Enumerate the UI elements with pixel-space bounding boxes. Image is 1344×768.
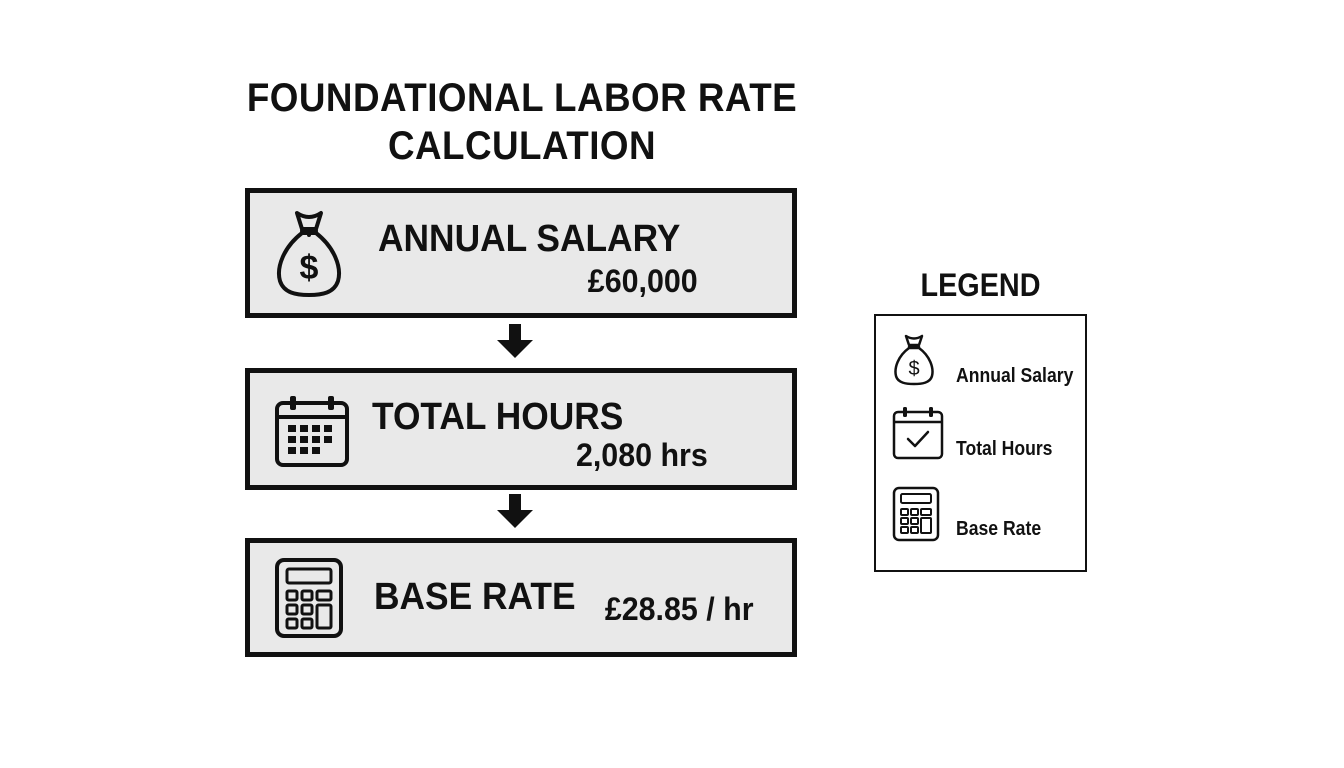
step-value: 2,080 hrs bbox=[576, 437, 708, 473]
step-value: £28.85 / hr bbox=[605, 591, 754, 627]
svg-text:$: $ bbox=[300, 249, 319, 287]
base-rate-box: BASE RATE £28.85 / hr bbox=[245, 538, 797, 657]
arrow-down-icon bbox=[497, 494, 533, 528]
money-bag-icon: $ bbox=[892, 332, 936, 391]
legend-item-annual-salary: $ Annual Salary bbox=[892, 332, 1082, 392]
total-hours-box: TOTAL HOURS 2,080 hrs bbox=[245, 368, 797, 490]
annual-salary-box: $ ANNUAL SALARY £60,000 bbox=[245, 188, 797, 318]
legend-item-total-hours: Total Hours bbox=[892, 406, 1082, 466]
legend-item-base-rate: Base Rate bbox=[892, 486, 1082, 546]
calculator-icon bbox=[274, 557, 344, 644]
title-line-2: CALCULATION bbox=[387, 124, 657, 168]
money-bag-icon: $ bbox=[274, 207, 344, 304]
calculator-icon bbox=[892, 486, 940, 547]
page-title: FOUNDATIONAL LABOR RATE CALCULATION bbox=[246, 74, 798, 170]
legend-title: LEGEND bbox=[920, 267, 1041, 303]
step-value: £60,000 bbox=[588, 263, 698, 299]
step-label: ANNUAL SALARY bbox=[378, 218, 681, 260]
arrow-down-icon bbox=[497, 324, 533, 358]
legend-label: Base Rate bbox=[956, 518, 1042, 540]
svg-text:$: $ bbox=[908, 358, 919, 380]
legend-label: Total Hours bbox=[956, 438, 1053, 460]
legend-label: Annual Salary bbox=[956, 365, 1074, 387]
title-line-1: FOUNDATIONAL LABOR RATE bbox=[246, 76, 798, 120]
calendar-icon bbox=[274, 395, 350, 474]
step-label: TOTAL HOURS bbox=[372, 396, 624, 438]
step-label: BASE RATE bbox=[374, 576, 576, 618]
calendar-check-icon bbox=[892, 406, 944, 465]
legend: $ Annual Salary Total Hours bbox=[874, 314, 1087, 572]
